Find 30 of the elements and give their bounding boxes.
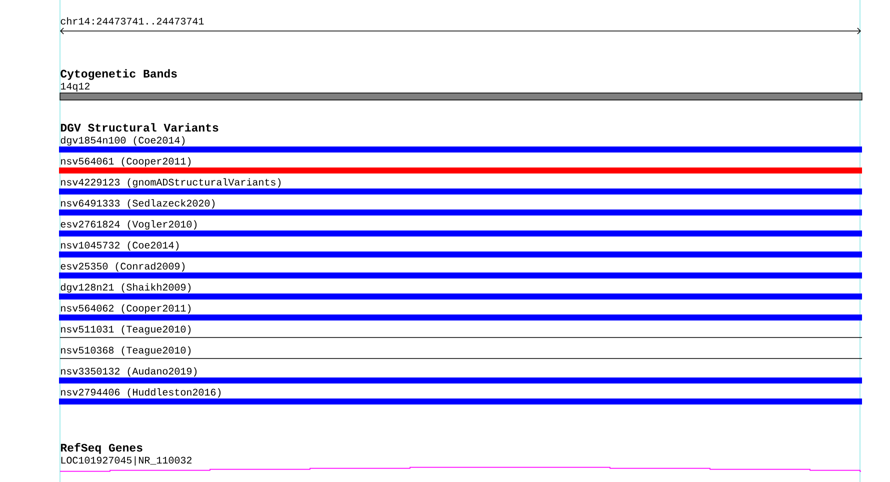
variant-bar: esv25350 (Conrad2009) — [59, 262, 862, 278]
variant-bar: nsv2794406 (Huddleston2016) — [59, 388, 862, 404]
ruler-label: chr14:24473741..24473741 — [60, 17, 204, 25]
variant-bar: nsv564061 (Cooper2011) — [59, 157, 862, 174]
node-label: 14q12 — [60, 82, 90, 92]
variant-bar: nsv1045732 (Coe2014) — [59, 241, 862, 258]
variant-line: nsv511031 (Teague2010) — [60, 325, 862, 338]
variant-bar: dgv128n21 (Shaikh2009) — [59, 283, 862, 300]
variant-bar: nsv3350132 (Audano2019) — [59, 367, 862, 384]
cytoband-bar: 14q12 — [60, 82, 862, 100]
node-label: nsv6491333 (Sedlazeck2020) — [61, 199, 215, 209]
node-label: dgv128n21 (Shaikh2009) — [60, 283, 191, 293]
node-label: nsv4229123 (gnomADStructuralVariants) — [61, 178, 281, 188]
variant-bar: nsv6491333 (Sedlazeck2020) — [59, 199, 862, 216]
variant-bar: dgv1854n100 (Coe2014) — [59, 136, 862, 152]
node-label: esv2761824 (Vogler2010) — [60, 220, 197, 230]
node-label: nsv564061 (Cooper2011) — [61, 157, 191, 167]
gene-line: LOC101927045|NR_110032 — [60, 456, 862, 472]
node-label: nsv564062 (Cooper2011) — [61, 304, 191, 314]
node-label: nsv2794406 (Huddleston2016) — [61, 388, 221, 398]
variant-bar: nsv564062 (Cooper2011) — [59, 304, 862, 320]
node-label: nsv3350132 (Audano2019) — [61, 367, 197, 377]
node-label: esv25350 (Conrad2009) — [60, 262, 185, 272]
node-label: nsv1045732 (Coe2014) — [61, 241, 179, 251]
node-label: dgv1854n100 (Coe2014) — [60, 136, 185, 146]
variant-line: nsv510368 (Teague2010) — [60, 346, 862, 359]
variant-bar: esv2761824 (Vogler2010) — [59, 220, 862, 236]
variant-bar: nsv4229123 (gnomADStructuralVariants) — [59, 178, 862, 194]
track-heading: DGV Structural Variants — [60, 123, 218, 132]
track-heading: Cytogenetic Bands — [60, 69, 177, 80]
